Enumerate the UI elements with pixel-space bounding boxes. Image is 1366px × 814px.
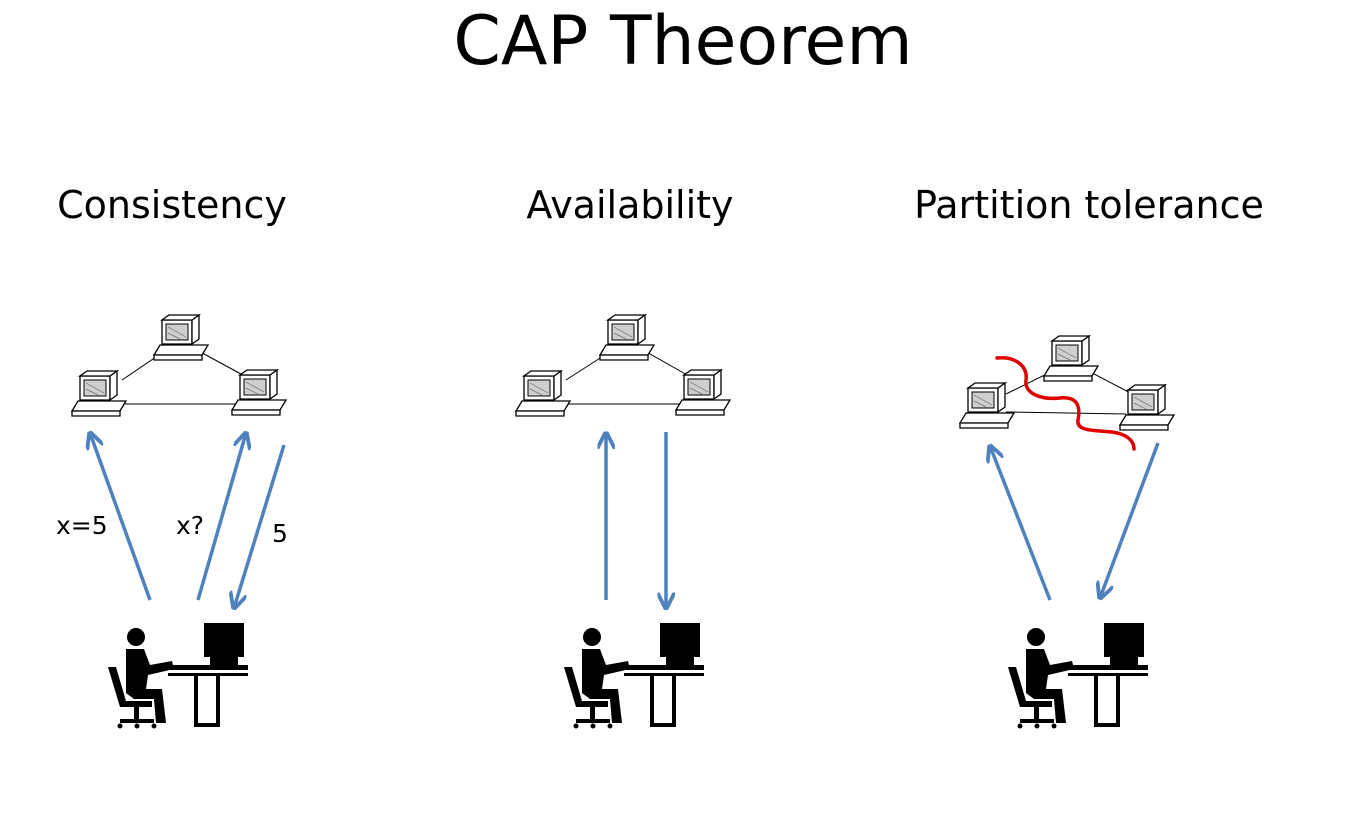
heading-partition-tolerance: Partition tolerance [914,183,1264,227]
response-arrow [1100,442,1160,598]
heading-availability: Availability [526,183,734,227]
request-arrow [990,446,1052,601]
server-node [1043,335,1099,382]
server-node [1119,384,1175,431]
read-request-arrow [196,433,246,601]
server-node [959,382,1015,429]
client-user-icon [562,621,706,731]
slide-title: CAP Theorem [453,2,913,81]
partition-line [995,356,1136,451]
client-user-icon [1006,621,1150,731]
server-node [515,370,571,417]
cluster-partition-tolerance [959,335,1175,431]
server-node [153,314,209,361]
label-read-query: x? [176,511,205,540]
write-arrow [90,433,152,601]
read-response-arrow [234,444,286,608]
heading-consistency: Consistency [57,183,287,227]
server-node [599,314,655,361]
server-node [71,370,127,417]
server-node [675,369,731,416]
client-user-icon [106,621,250,731]
label-write-value: x=5 [56,511,108,540]
server-node [231,369,287,416]
cluster-availability [515,314,731,417]
cluster-consistency [71,314,287,417]
label-read-response: 5 [272,519,288,548]
